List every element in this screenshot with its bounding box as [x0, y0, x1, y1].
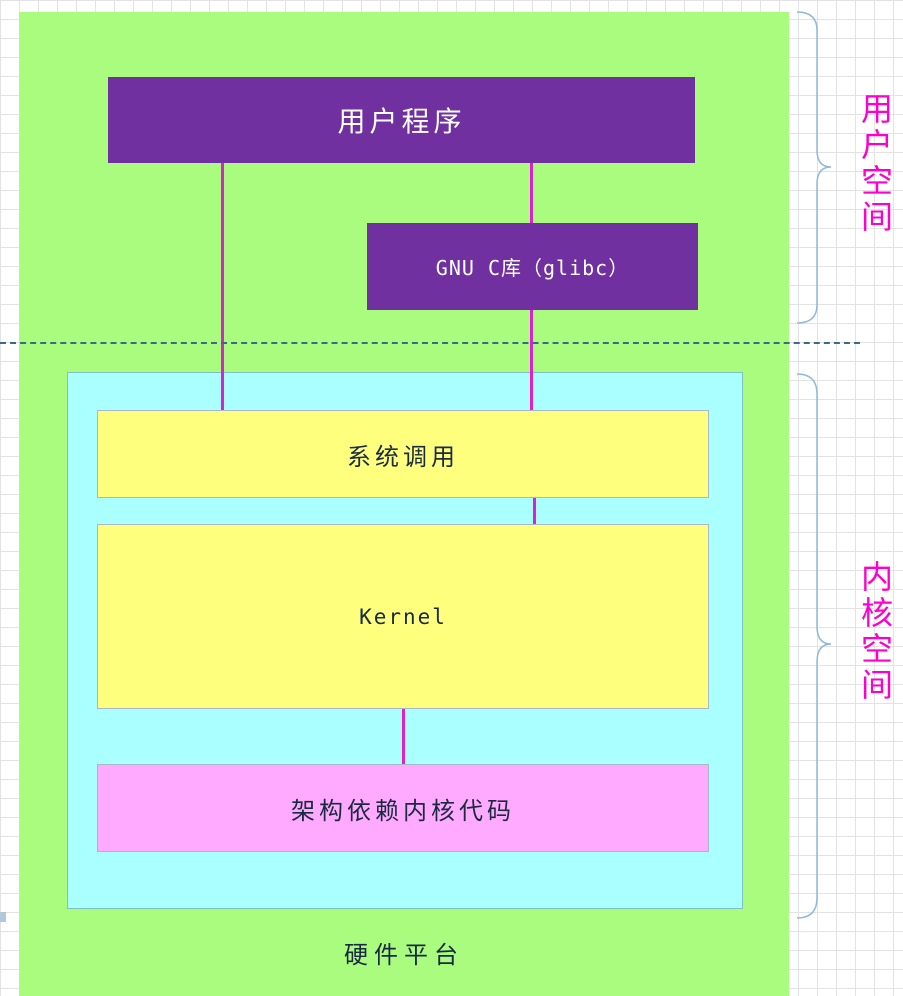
connector-glibc-to-syscall — [530, 310, 533, 410]
system-call-label: 系统调用 — [347, 442, 459, 471]
connector-user-to-syscall — [221, 163, 224, 410]
connector-kernel-to-arch — [402, 709, 405, 764]
kernel-box: Kernel — [97, 524, 709, 709]
connector-user-to-glibc — [530, 163, 533, 223]
connector-syscall-to-kernel — [533, 498, 536, 524]
user-space-label: 用户空间 — [856, 92, 894, 236]
kernel-space-brace — [796, 373, 832, 919]
glibc-box: GNU C库（glibc） — [367, 223, 698, 310]
arch-code-box: 架构依赖内核代码 — [97, 764, 709, 852]
hardware-platform-label: 硬件平台 — [344, 940, 464, 969]
user-program-box: 用户程序 — [108, 77, 695, 163]
user-program-label: 用户程序 — [337, 105, 466, 138]
system-call-box: 系统调用 — [97, 410, 709, 498]
arch-code-label: 架构依赖内核代码 — [291, 796, 515, 825]
kernel-label: Kernel — [359, 604, 447, 629]
glibc-label: GNU C库（glibc） — [435, 256, 630, 280]
user-space-brace — [796, 11, 832, 324]
user-kernel-divider — [0, 342, 860, 344]
kernel-space-label: 内核空间 — [856, 560, 894, 704]
edge-marker — [0, 912, 6, 922]
